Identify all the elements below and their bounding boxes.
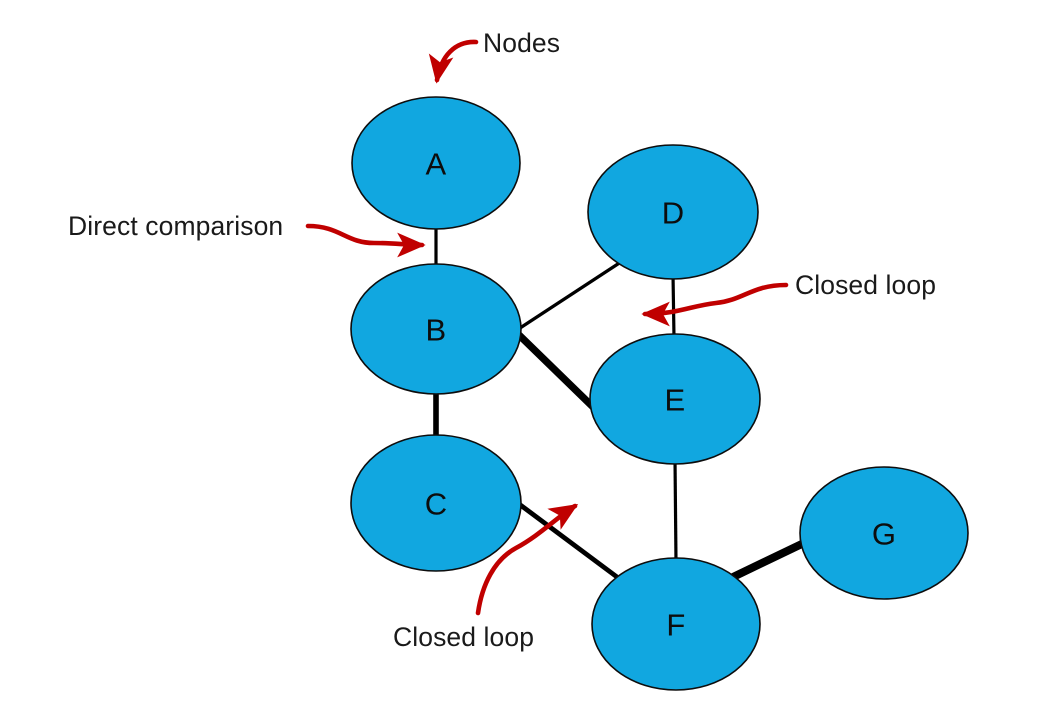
node-g[interactable]: G bbox=[799, 466, 969, 600]
node-e[interactable]: E bbox=[589, 333, 761, 465]
node-c-label: C bbox=[425, 487, 448, 522]
node-f-label: F bbox=[666, 608, 685, 643]
node-g-shape[interactable] bbox=[799, 466, 969, 600]
node-b[interactable]: B bbox=[350, 263, 522, 395]
node-d-shape[interactable] bbox=[587, 144, 759, 280]
direct-comparison-callout-arrow bbox=[305, 223, 426, 258]
node-a-shape[interactable] bbox=[351, 96, 521, 230]
node-b-label: B bbox=[426, 313, 447, 348]
node-a[interactable]: A bbox=[351, 96, 521, 230]
node-f[interactable]: F bbox=[591, 557, 761, 691]
node-e-label: E bbox=[665, 383, 686, 418]
annotation-label-closed-loop-bottom: Closed loop bbox=[393, 622, 534, 652]
node-c[interactable]: C bbox=[350, 434, 522, 572]
edge-d-e[interactable] bbox=[671, 273, 676, 339]
node-layer: A B C D E F bbox=[350, 96, 969, 691]
closed-loop-right-callout-arrow bbox=[641, 282, 789, 327]
annotation-layer: Nodes Direct comparison Closed loop Clos… bbox=[68, 28, 936, 652]
node-c-shape[interactable] bbox=[350, 434, 522, 572]
annotation-label-nodes: Nodes bbox=[483, 28, 560, 58]
edge-f-g[interactable] bbox=[729, 537, 810, 582]
node-b-shape[interactable] bbox=[350, 263, 522, 395]
closed-loop-bottom-callout-arrow bbox=[475, 503, 579, 616]
nodes-callout-arrow bbox=[428, 39, 479, 84]
edge-b-d[interactable] bbox=[516, 256, 628, 332]
annotation-label-direct-comparison: Direct comparison bbox=[68, 211, 283, 241]
node-d-label: D bbox=[662, 196, 685, 231]
node-a-label: A bbox=[426, 147, 447, 182]
edge-c-f[interactable] bbox=[509, 496, 619, 579]
annotation-label-closed-loop-right: Closed loop bbox=[795, 270, 936, 300]
node-e-shape[interactable] bbox=[589, 333, 761, 465]
node-d[interactable]: D bbox=[587, 144, 759, 280]
edge-e-f[interactable] bbox=[673, 458, 678, 563]
node-f-shape[interactable] bbox=[591, 557, 761, 691]
node-g-label: G bbox=[872, 517, 896, 552]
